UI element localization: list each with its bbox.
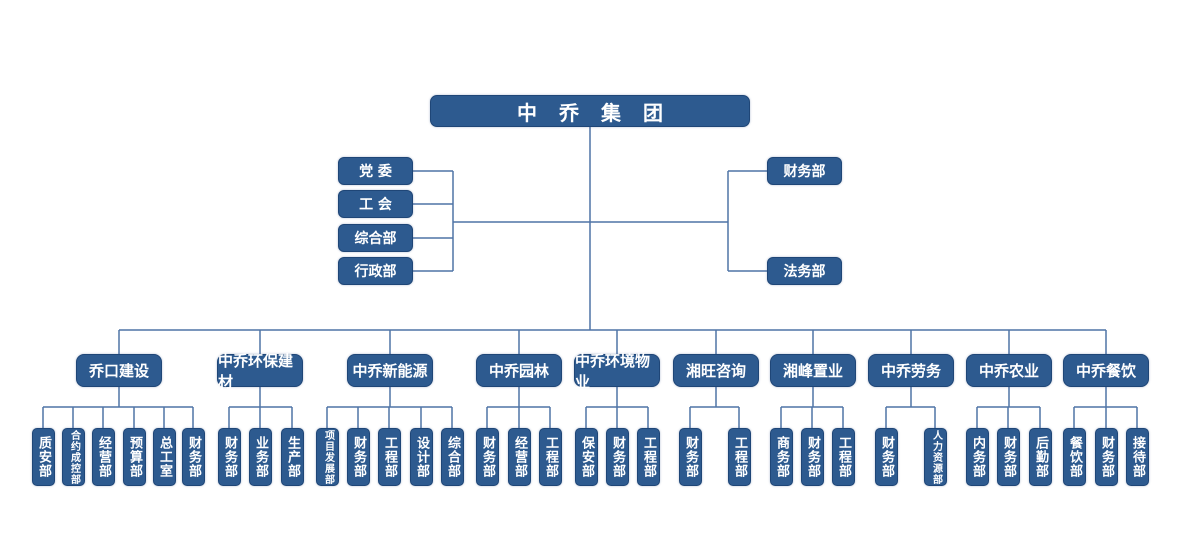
department-box: 经营部 — [508, 428, 531, 486]
department-label: 财务部 — [805, 436, 820, 478]
department-box: 保安部 — [575, 428, 598, 486]
department-label: 生产部 — [285, 436, 300, 478]
department-box: 商务部 — [770, 428, 793, 486]
department-box: 工程部 — [832, 428, 855, 486]
department-label: 工程部 — [732, 436, 747, 478]
department-box: 项目发展部 — [316, 428, 339, 486]
department-label: 财务部 — [683, 436, 698, 478]
company-box: 中乔园林 — [476, 354, 562, 387]
department-label: 经营部 — [96, 436, 111, 478]
left-unit-box: 综合部 — [338, 224, 413, 252]
department-box: 财务部 — [182, 428, 205, 486]
department-label: 质安部 — [36, 436, 51, 478]
department-label: 设计部 — [414, 436, 429, 478]
department-label: 财务部 — [610, 436, 625, 478]
company-box: 中乔新能源 — [347, 354, 433, 387]
department-box: 工程部 — [728, 428, 751, 486]
department-box: 财务部 — [801, 428, 824, 486]
left-unit-box: 党 委 — [338, 157, 413, 185]
department-label: 保安部 — [579, 436, 594, 478]
left-unit-box: 行政部 — [338, 257, 413, 285]
department-box: 经营部 — [92, 428, 115, 486]
department-box: 业务部 — [249, 428, 272, 486]
department-label: 餐饮部 — [1067, 436, 1082, 478]
department-box: 总工室 — [153, 428, 176, 486]
department-box: 设计部 — [410, 428, 433, 486]
department-label: 财务部 — [1099, 436, 1114, 478]
department-box: 质安部 — [32, 428, 55, 486]
root-node: 中乔集团 — [430, 95, 750, 127]
department-label: 合约成控部 — [68, 429, 80, 485]
company-box: 湘峰置业 — [770, 354, 856, 387]
department-box: 财务部 — [476, 428, 499, 486]
department-box: 财务部 — [347, 428, 370, 486]
department-label: 财务部 — [879, 436, 894, 478]
department-box: 餐饮部 — [1063, 428, 1086, 486]
company-box: 中乔农业 — [966, 354, 1052, 387]
department-box: 工程部 — [378, 428, 401, 486]
department-box: 后勤部 — [1029, 428, 1052, 486]
department-label: 预算部 — [127, 436, 142, 478]
department-box: 工程部 — [539, 428, 562, 486]
company-box: 中乔劳务 — [868, 354, 954, 387]
department-label: 项目发展部 — [322, 429, 334, 485]
department-box: 财务部 — [218, 428, 241, 486]
department-box: 财务部 — [679, 428, 702, 486]
department-label: 工程部 — [641, 436, 656, 478]
department-label: 财务部 — [1001, 436, 1016, 478]
department-label: 内务部 — [970, 436, 985, 478]
department-label: 后勤部 — [1033, 436, 1048, 478]
department-box: 合约成控部 — [62, 428, 85, 486]
company-box: 中乔环境物业 — [574, 352, 660, 391]
department-box: 财务部 — [1095, 428, 1118, 486]
department-label: 经营部 — [512, 436, 527, 478]
department-label: 财务部 — [480, 436, 495, 478]
department-label: 财务部 — [186, 436, 201, 478]
department-box: 预算部 — [123, 428, 146, 486]
department-label: 工程部 — [543, 436, 558, 478]
right-unit-box: 财务部 — [767, 157, 842, 185]
department-box: 财务部 — [997, 428, 1020, 486]
department-label: 综合部 — [445, 436, 460, 478]
department-box: 财务部 — [875, 428, 898, 486]
department-label: 总工室 — [157, 436, 172, 478]
department-box: 内务部 — [966, 428, 989, 486]
department-box: 综合部 — [441, 428, 464, 486]
company-box: 中乔环保建材 — [217, 352, 303, 391]
department-box: 生产部 — [281, 428, 304, 486]
department-label: 接待部 — [1130, 436, 1145, 478]
company-box: 中乔餐饮 — [1063, 354, 1149, 387]
company-box: 乔口建设 — [76, 354, 162, 387]
department-label: 财务部 — [222, 436, 237, 478]
department-label: 工程部 — [382, 436, 397, 478]
department-box: 工程部 — [637, 428, 660, 486]
right-unit-box: 法务部 — [767, 257, 842, 285]
department-label: 商务部 — [774, 436, 789, 478]
department-box: 财务部 — [606, 428, 629, 486]
department-label: 业务部 — [253, 436, 268, 478]
department-label: 人力资源部 — [930, 429, 942, 485]
left-unit-box: 工 会 — [338, 190, 413, 218]
department-label: 工程部 — [836, 436, 851, 478]
department-box: 接待部 — [1126, 428, 1149, 486]
department-box: 人力资源部 — [924, 428, 947, 486]
department-label: 财务部 — [351, 436, 366, 478]
company-box: 湘旺咨询 — [673, 354, 759, 387]
